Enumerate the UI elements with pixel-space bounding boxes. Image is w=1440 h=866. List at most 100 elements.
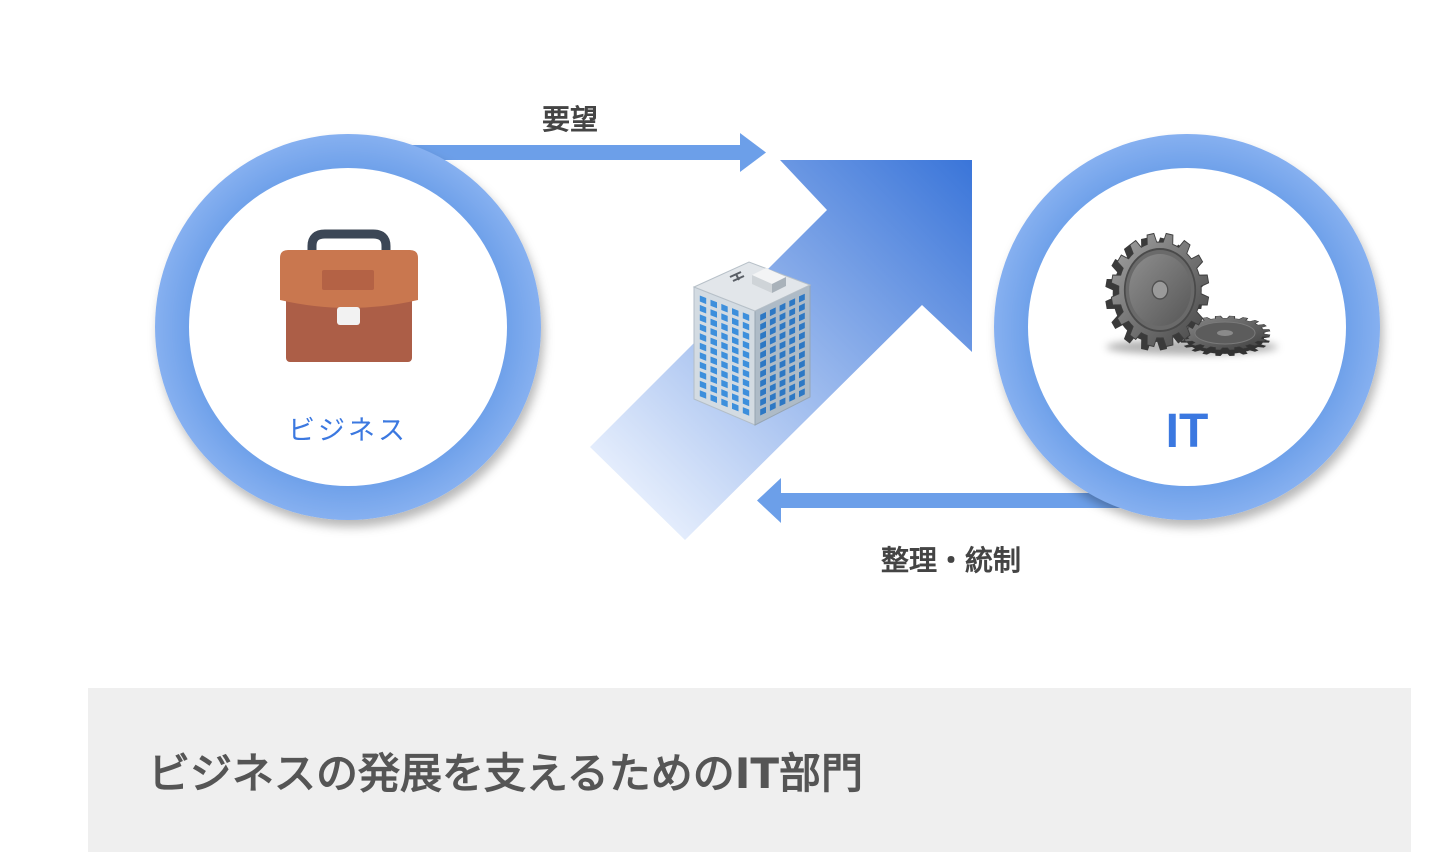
building-window	[721, 332, 728, 341]
building-window	[799, 331, 805, 341]
building-window	[760, 312, 766, 321]
building-window	[789, 317, 796, 326]
building-window	[799, 378, 805, 388]
briefcase-clasp	[337, 307, 360, 325]
building-window	[760, 406, 766, 416]
governance-arrow-shaft	[775, 493, 1135, 508]
building-window	[760, 330, 766, 340]
building-window	[699, 390, 707, 399]
building-window	[769, 402, 776, 411]
building-window	[732, 365, 739, 374]
building-window	[742, 369, 750, 378]
building-window	[789, 298, 796, 307]
building-left-windows	[699, 295, 750, 416]
building-window	[721, 379, 728, 389]
large-gear	[1105, 232, 1210, 351]
briefcase-body	[286, 294, 412, 362]
building-window	[710, 309, 717, 318]
building-window	[799, 388, 805, 398]
building-window	[779, 378, 786, 388]
building-window	[742, 378, 750, 388]
building-window	[799, 359, 805, 369]
building-window	[699, 295, 707, 305]
building-window	[732, 346, 739, 355]
gears-icon	[1105, 232, 1278, 357]
building-window	[779, 350, 786, 359]
building-window	[721, 313, 728, 322]
building-window	[779, 369, 786, 378]
building-window	[789, 374, 796, 383]
building-window	[699, 304, 707, 314]
building-icon	[692, 261, 812, 426]
small-gear	[1179, 315, 1271, 357]
building-window	[710, 356, 717, 366]
building-window	[789, 355, 796, 364]
building-window	[699, 352, 707, 361]
request-arrow-head	[740, 133, 766, 172]
building-window	[789, 364, 796, 374]
building-window	[760, 387, 766, 397]
building-window	[799, 369, 805, 379]
governance-label: 整理・統制	[880, 544, 1022, 577]
building-window	[699, 380, 707, 390]
caption-banner: ビジネスの発展を支えるためのIT部門	[88, 688, 1411, 852]
building-roof-mark	[729, 271, 745, 282]
small-gear-hub	[1217, 330, 1233, 336]
briefcase-handle	[307, 229, 391, 261]
building-window	[769, 335, 776, 345]
building-window	[699, 323, 707, 333]
request-label: 要望	[541, 103, 599, 136]
building-window	[732, 402, 739, 412]
building-window	[769, 326, 776, 336]
building-window	[721, 351, 728, 360]
building-window	[799, 312, 805, 322]
governance-arrow-head	[757, 478, 781, 523]
building-window	[799, 322, 805, 331]
building-window	[799, 350, 805, 360]
building-window	[710, 347, 717, 356]
building-window	[742, 312, 750, 321]
building-window	[742, 359, 750, 369]
building-window	[710, 328, 717, 337]
building-window	[799, 341, 805, 350]
request-arrow	[400, 133, 766, 172]
building-window	[721, 389, 728, 398]
building-window	[779, 312, 786, 322]
building-window	[732, 374, 739, 383]
building-window	[760, 340, 766, 350]
building-window	[779, 331, 786, 340]
business-label: ビジネス	[288, 415, 408, 447]
building-window	[699, 371, 707, 380]
building-window	[779, 359, 786, 369]
building-roof-box-right	[772, 277, 786, 293]
building-window	[789, 336, 796, 345]
building-window	[699, 314, 707, 323]
request-arrow-shaft	[400, 145, 745, 160]
building-window	[789, 345, 796, 355]
building-window	[721, 322, 728, 332]
building-window	[732, 393, 739, 402]
building-window	[789, 383, 796, 393]
building-window	[799, 303, 805, 312]
building-window	[760, 397, 766, 406]
building-window	[742, 388, 750, 397]
building-window	[760, 349, 766, 359]
briefcase-icon	[280, 229, 418, 362]
building-window	[789, 326, 796, 336]
it-label: IT	[1165, 405, 1209, 458]
building-window	[732, 355, 739, 365]
building-window	[779, 321, 786, 331]
building-window	[732, 308, 739, 317]
building-window	[799, 293, 805, 303]
building-window	[732, 383, 739, 393]
building-window	[710, 337, 717, 347]
building-window	[721, 398, 728, 408]
building-window	[769, 316, 776, 326]
building-window	[721, 360, 728, 370]
building-window	[699, 333, 707, 342]
building-window	[710, 394, 717, 403]
governance-arrow	[757, 478, 1135, 523]
building-roof-box-top	[752, 268, 786, 284]
building-window	[742, 350, 750, 359]
